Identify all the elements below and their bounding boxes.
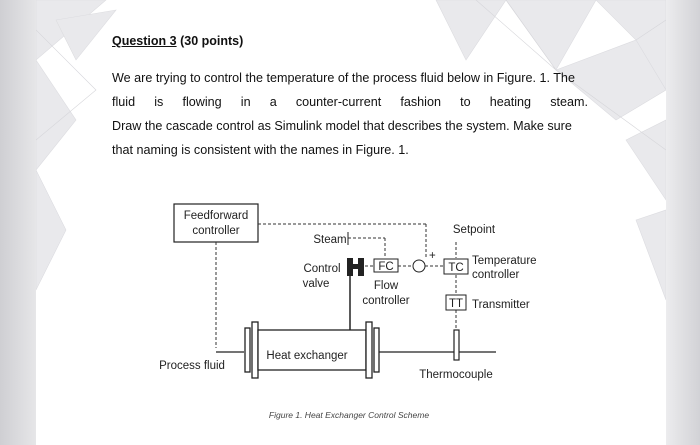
question-line: Draw the cascade control as Simulink mod… xyxy=(112,119,572,133)
thermocouple-icon xyxy=(453,329,460,361)
flow-controller-label: controller xyxy=(362,295,409,307)
fc-box xyxy=(373,258,399,273)
setpoint-label: Setpoint xyxy=(453,224,496,236)
question-title: Question 3 (30 points) xyxy=(112,34,243,48)
flow-controller-label: Flow xyxy=(374,280,399,292)
control-valve-icon xyxy=(347,258,364,276)
transmitter-label: Transmitter xyxy=(472,299,530,311)
thermocouple-label: Thermocouple xyxy=(419,369,493,381)
temperature-controller-label: Temperature xyxy=(472,255,537,267)
question-points: (30 points) xyxy=(180,34,244,48)
plus-sign: + xyxy=(429,250,436,262)
tc-label: TC xyxy=(448,262,463,274)
question-line: We are trying to control the temperature… xyxy=(112,71,575,85)
fc-label: FC xyxy=(378,261,393,273)
page-right-margin xyxy=(666,0,700,445)
process-fluid-label: Process fluid xyxy=(159,360,225,372)
control-valve-label: valve xyxy=(303,278,330,290)
background-decoration xyxy=(36,0,666,301)
document-page: Question 3 (30 points) We are trying to … xyxy=(36,0,666,445)
steam-label: Steam xyxy=(313,234,346,246)
temperature-controller-label: controller xyxy=(472,269,519,281)
feedforward-label: Feedforward xyxy=(184,210,249,222)
control-valve-label: Control xyxy=(303,263,340,275)
tc-box xyxy=(443,258,469,275)
heat-exchanger-label: Heat exchanger xyxy=(266,350,347,362)
question-line: that naming is consistent with the names… xyxy=(112,143,409,157)
question-number: Question 3 xyxy=(112,34,177,48)
heat-exchanger-figure: Feedforward controller Steam Setpoint Co… xyxy=(159,203,537,420)
question-line: fluid is flowing in a counter-current fa… xyxy=(112,95,588,109)
feedforward-label: controller xyxy=(192,225,239,237)
feedforward-controller-box xyxy=(173,203,259,243)
summing-junction xyxy=(412,259,426,273)
page-left-margin xyxy=(0,0,36,445)
heat-exchanger xyxy=(244,321,380,379)
tt-label: TT xyxy=(449,298,463,310)
tt-box xyxy=(445,294,467,311)
figure-caption: Figure 1. Heat Exchanger Control Scheme xyxy=(269,410,429,420)
question-text: We are trying to control the temperature… xyxy=(112,66,588,162)
